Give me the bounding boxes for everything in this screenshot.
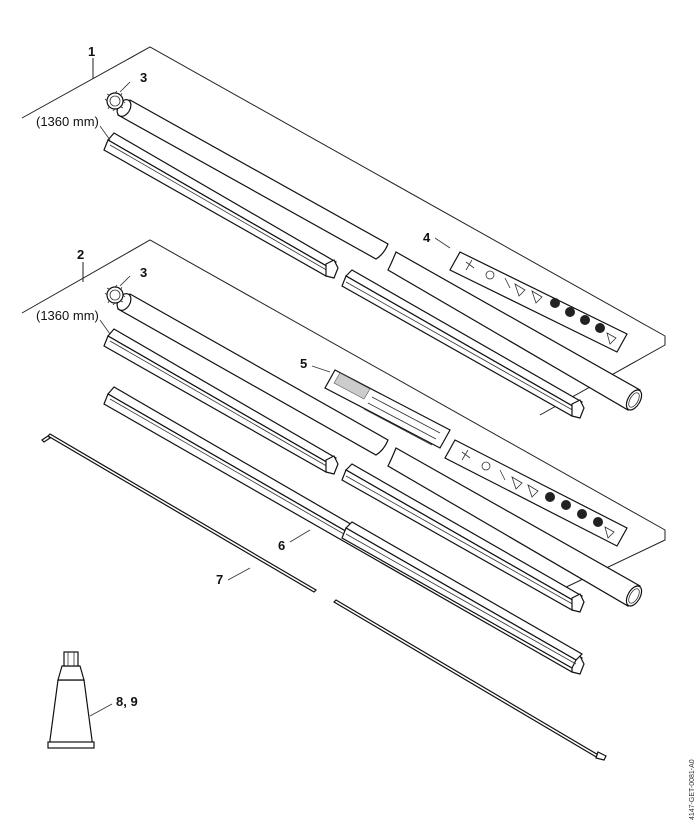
length-dimension-lower: (1360 mm)	[36, 308, 99, 323]
liner-lower-1	[103, 328, 339, 475]
clamp-ring-lower	[104, 284, 126, 306]
liner-upper-right	[341, 269, 585, 419]
leader-lines	[89, 81, 451, 717]
assembly-1-frame	[21, 46, 666, 416]
callout-1: 1	[88, 44, 95, 59]
liner-upper-left	[103, 132, 339, 279]
callout-2: 2	[77, 247, 84, 262]
clamp-ring-upper	[104, 90, 126, 112]
grease-tube	[47, 651, 95, 749]
callout-8-9: 8, 9	[116, 694, 138, 709]
callout-4: 4	[423, 230, 431, 245]
liner-lower-4	[341, 521, 583, 669]
callout-3-upper: 3	[140, 70, 147, 85]
instruction-label	[324, 369, 451, 449]
drawing-code: 4147-GET-0081-A0	[689, 759, 696, 820]
callout-6: 6	[278, 538, 285, 553]
callout-3-lower: 3	[140, 265, 147, 280]
warning-label-upper	[449, 251, 628, 353]
length-dimension-upper: (1360 mm)	[36, 114, 99, 129]
drive-shaft	[41, 433, 607, 761]
drive-tube-lower-right	[387, 447, 643, 607]
warning-label-lower	[444, 439, 628, 547]
assembly-2-frame	[21, 239, 666, 591]
liner-lower-3	[341, 463, 585, 613]
callout-5: 5	[300, 356, 307, 371]
drive-tube-upper-right	[387, 251, 643, 411]
callout-7: 7	[216, 572, 223, 587]
